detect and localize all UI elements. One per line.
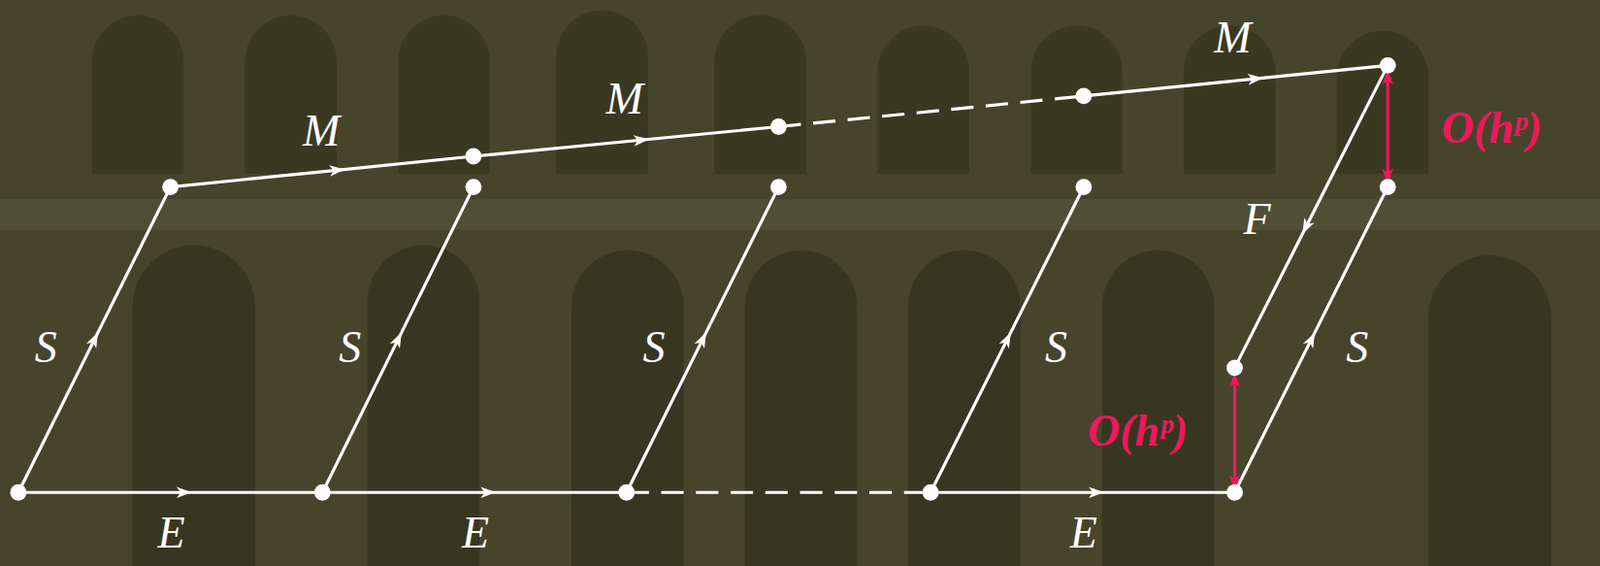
m-arrow [170,156,474,188]
point [162,178,179,196]
dashed-line [778,96,1083,128]
error-arrows [1235,77,1389,483]
s-arrow [930,187,1084,493]
error-arrow [1233,379,1237,482]
point [1226,359,1243,376]
f-arrow [1235,65,1389,367]
photo-arches-lower [132,245,1552,566]
s-arrow [1235,187,1389,493]
m-arrow [1083,65,1388,97]
point [1379,178,1397,196]
segment-label: M [1213,15,1251,61]
point [465,148,483,165]
s-arrow [322,187,474,493]
segment-label: S [338,325,361,370]
m-arrow [473,126,779,157]
segment-label: S [643,325,666,370]
e-arrow [18,490,323,494]
point [465,178,483,196]
point [314,484,331,501]
point [1379,57,1397,74]
segment-label: S [34,325,58,370]
s-arrow [626,187,780,493]
point [1075,88,1092,105]
segment-label: F [1243,196,1272,242]
segment-label: E [461,510,490,556]
point [1075,178,1092,196]
point [770,118,787,135]
s-arrow [18,187,171,493]
photo-cornice [0,198,1600,230]
segment-label: E [1070,510,1098,556]
dashed-line [626,490,931,494]
error-arrow [1386,77,1390,176]
segment-label: M [302,108,340,154]
segment-label: S [1345,325,1369,370]
photo-arches-upper [92,10,1430,174]
diagram-lines [18,65,1388,492]
e-arrow [930,490,1235,494]
point [922,484,940,501]
segment-label: E [158,510,186,556]
error-label: O(hᵖ) [1087,408,1188,454]
error-label: O(hᵖ) [1441,105,1542,151]
points [10,57,1397,501]
segment-label: M [605,76,643,122]
point [10,484,28,501]
point [770,178,787,196]
point [1226,484,1243,501]
point [618,484,635,501]
segment-label: S [1044,325,1068,370]
e-arrow [322,490,626,494]
